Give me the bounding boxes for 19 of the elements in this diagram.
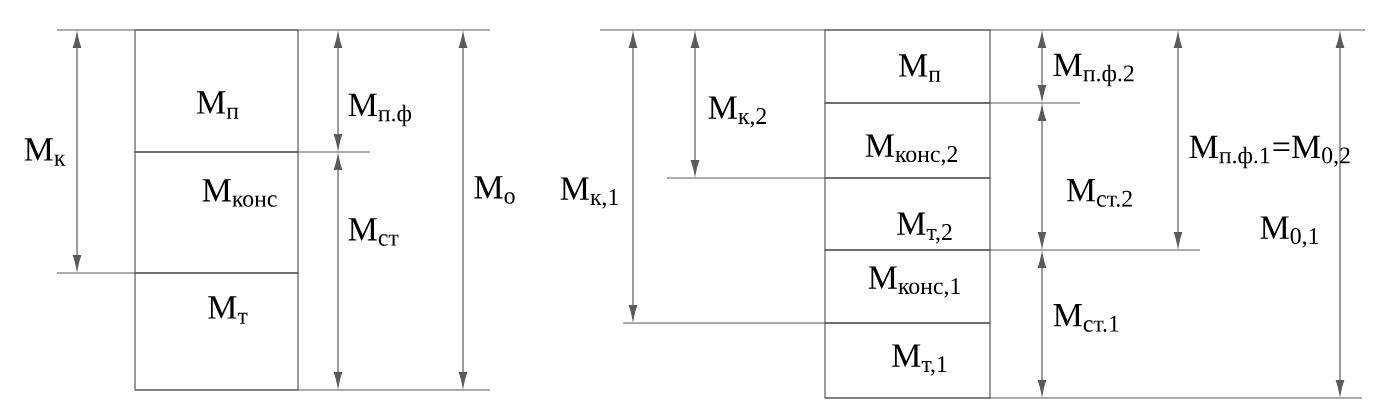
dimension-label: М$_{о}$ xyxy=(474,176,515,204)
cell-box: М$_{т,1}$ xyxy=(824,322,991,399)
cell-box: М$_{п}$ xyxy=(824,29,991,104)
dimension-label: М$_{к,1}$ xyxy=(560,177,618,209)
cell-box: М$_{т}$ xyxy=(134,272,299,391)
cell-box: М$_{конс,2}$ xyxy=(824,102,991,179)
cell-box: М$_{конс,1}$ xyxy=(824,249,991,324)
dimension-label: М$_{ст.1}$ xyxy=(1053,304,1119,332)
dimension-label: М$_{0,1}$ xyxy=(1260,216,1319,248)
dimension-label: М$_{ст.2}$ xyxy=(1066,179,1132,207)
cell-box: М$_{п}$ xyxy=(134,29,299,153)
cell-box: М$_{конс}$ xyxy=(134,151,299,274)
cell-box: М$_{т,2}$ xyxy=(824,177,991,251)
dimension-label: М$_{к}$ xyxy=(24,138,66,166)
dimension-label: М$_{к,2}$ xyxy=(708,96,766,128)
dimension-label: М$_{п.ф}$ xyxy=(348,93,412,127)
dimension-label: М$_{ст}$ xyxy=(348,218,399,246)
dimension-label: М$_{п.ф.1}$=М$_{0,2}$ xyxy=(1189,135,1350,169)
dimension-label: М$_{п.ф.2}$ xyxy=(1053,53,1134,87)
